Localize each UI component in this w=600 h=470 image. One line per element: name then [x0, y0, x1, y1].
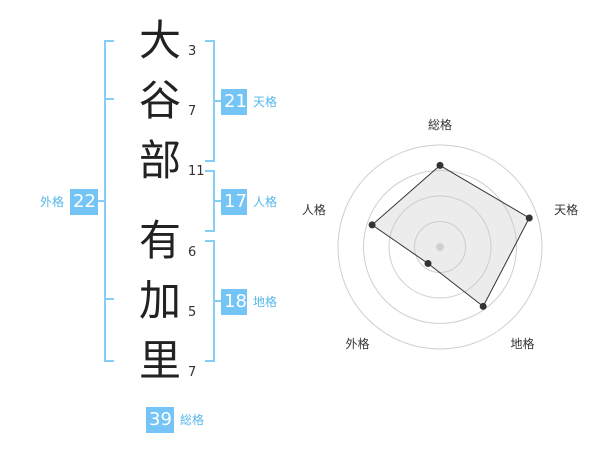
gaikaku-score: 22: [70, 189, 98, 215]
tenkaku-tick: [213, 100, 221, 102]
radar-series-polygon: [371, 164, 530, 308]
left-inner-tick-1: [104, 98, 114, 100]
radar-ring-3: [363, 170, 517, 324]
radar-axis-label-2: 天格: [554, 202, 578, 217]
chikaku-label: 地格: [253, 295, 278, 309]
radar-center-dot: [436, 243, 444, 251]
name-char-3: 部: [138, 136, 181, 185]
radar-ring-2: [388, 195, 492, 299]
stroke-count-3: 11: [188, 164, 205, 179]
chikaku-tick: [213, 300, 221, 302]
radar-point-2: [525, 214, 533, 222]
name-char-4: 有: [138, 216, 181, 265]
gaikaku-tick: [96, 200, 106, 202]
name-char-2: 谷: [138, 76, 181, 125]
radar-axis-label-3: 地格: [511, 336, 535, 351]
soukaku-score: 39: [146, 407, 174, 433]
tenkaku-label: 天格: [253, 95, 278, 109]
radar-point-3: [479, 302, 487, 310]
stroke-count-4: 6: [188, 245, 197, 260]
stroke-count-5: 5: [188, 305, 197, 320]
stroke-count-1: 3: [188, 44, 197, 59]
radar-axis-label-5: 人格: [302, 202, 326, 217]
name-char-1: 大: [138, 16, 181, 65]
chikaku-score: 18: [221, 289, 247, 315]
stroke-count-2: 7: [188, 104, 197, 119]
jinkaku-label: 人格: [253, 195, 278, 209]
soukaku-label: 総格: [180, 413, 205, 427]
jinkaku-score: 17: [221, 189, 247, 215]
jinkaku-tick: [213, 200, 221, 202]
name-char-5: 加: [138, 276, 181, 325]
radar-axis-label-4: 外格: [345, 336, 369, 351]
name-char-6: 里: [138, 336, 181, 385]
tenkaku-score: 21: [221, 89, 247, 115]
stroke-count-6: 7: [188, 365, 197, 380]
gaikaku-label: 外格: [40, 195, 65, 209]
radar-ring-4: [337, 144, 543, 350]
radar-point-4: [424, 260, 432, 268]
radar-point-1: [436, 161, 444, 169]
radar-point-5: [368, 221, 376, 229]
left-inner-tick-2: [104, 298, 114, 300]
radar-axis-label-1: 総格: [428, 117, 452, 132]
